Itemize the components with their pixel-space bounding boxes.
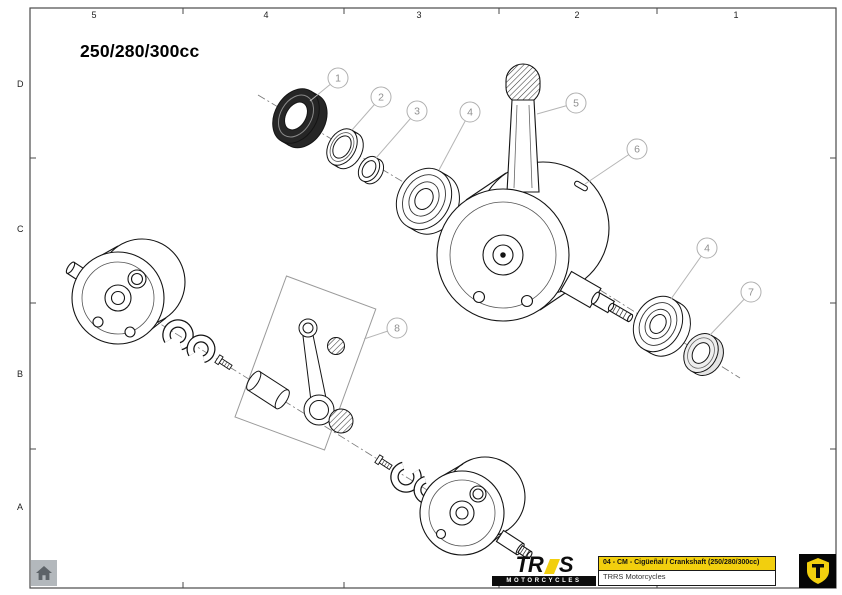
callout-2[interactable]: 2	[370, 86, 392, 108]
page-title: 250/280/300cc	[80, 41, 200, 61]
oil-seal-part	[272, 88, 328, 149]
document-title-bar: 04 - CM - Cigüeñal / Crankshaft (250/280…	[598, 556, 776, 571]
company-name-bar: TRRS Motorcycles	[598, 571, 776, 586]
grid-row-label-d: D	[17, 79, 24, 89]
drawing-frame	[29, 7, 837, 589]
crankshaft-assembly-part	[436, 63, 634, 323]
grid-col-label-1: 1	[733, 10, 739, 20]
callout-5[interactable]: 5	[565, 92, 587, 114]
crank-half-left-part	[65, 238, 186, 345]
callout-4-left[interactable]: 4	[459, 101, 481, 123]
connecting-rod-part	[505, 63, 541, 193]
grid-col-label-5: 5	[91, 10, 97, 20]
brand-logo-text-tr: TR	[515, 552, 543, 577]
shim-washer-part	[357, 155, 385, 185]
crank-shaft-end	[559, 270, 634, 323]
brand-logo-text-s: S	[558, 552, 574, 577]
oil-seal-small-part	[683, 333, 724, 376]
screw-part	[214, 354, 233, 371]
home-icon	[36, 566, 52, 580]
grid-row-label-b: B	[17, 369, 24, 379]
spacer-ring-part	[326, 128, 364, 170]
brand-logo-subtitle: MOTORCYCLES	[492, 576, 596, 586]
brand-logo: TR S MOTORCYCLES	[492, 554, 596, 587]
screw-part	[374, 454, 393, 471]
brand-emblem	[799, 554, 836, 588]
grid-col-label-3: 3	[416, 10, 422, 20]
conrod-kit-part	[246, 318, 354, 434]
crank-half-lower-part	[419, 456, 533, 560]
grid-col-label-2: 2	[574, 10, 580, 20]
shield-logo-icon	[806, 558, 829, 584]
callout-3[interactable]: 3	[406, 100, 428, 122]
main-bearing-right-part	[632, 295, 691, 357]
callout-7[interactable]: 7	[740, 281, 762, 303]
grid-col-label-4: 4	[263, 10, 269, 20]
brand-logo-accent	[543, 559, 560, 574]
dowel-pin-part	[574, 180, 588, 192]
home-button[interactable]	[31, 560, 57, 586]
grid-row-label-a: A	[17, 502, 24, 512]
callout-1[interactable]: 1	[327, 67, 349, 89]
callout-8[interactable]: 8	[386, 317, 408, 339]
circlip-part	[186, 334, 216, 364]
callout-4-right[interactable]: 4	[696, 237, 718, 259]
main-bearing-left-part	[395, 167, 460, 235]
conrod-kit-box	[234, 275, 377, 451]
grid-row-label-c: C	[17, 224, 24, 234]
callout-6[interactable]: 6	[626, 138, 648, 160]
